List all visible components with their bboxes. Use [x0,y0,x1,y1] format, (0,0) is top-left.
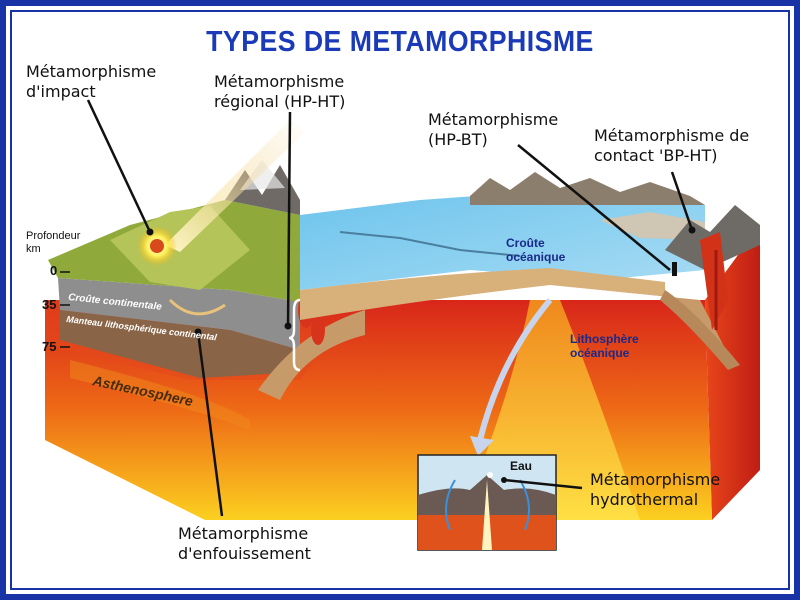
coastline [600,212,705,240]
meteor-trail [165,120,305,252]
frame-inner-border [10,10,790,590]
impact-crater [168,298,226,316]
label-regional-2: régional (HP-HT) [214,92,346,111]
oceanic-lithosphere-slab [550,285,732,362]
label-enfouissement-2: d'enfouissement [178,544,311,563]
oceanic-crust [300,268,665,320]
leader-enfouissement [196,331,224,517]
label-contact-1: Métamorphisme de [594,126,750,145]
label-eau: Eau [510,459,532,473]
label-lithosphere-2: océanique [570,346,630,360]
leader-contact [670,171,694,231]
depth-tick-35: 35 [42,297,57,312]
label-hpbt-1: Métamorphisme [428,110,559,129]
depth-axis-label-2: km [26,243,41,255]
regional-brace [288,298,301,372]
leader-hpbt-marker [672,262,677,276]
label-croute-oceanique-2: océanique [506,250,566,264]
label-contact-2: contact 'BP-HT) [594,146,718,165]
label-croute-oceanique-1: Croûte [506,236,545,250]
leader-hydrothermal [503,478,583,490]
diagram-title: TYPES DE METAMORPHISME [206,26,594,58]
subducting-slab-right [660,290,740,370]
depth-axis-label-1: Profondeur [26,230,81,242]
asthenosphere-band [70,360,250,430]
continental-mantle-layer [60,310,300,378]
leader-impact [86,99,152,233]
inset-water-flow [519,479,530,531]
leader-hpbt [517,144,671,271]
subducting-slab-left [258,310,365,400]
label-hydrothermal-1: Métamorphisme [590,470,721,489]
leader-enfouissement-dot [194,328,202,336]
depth-tick-75: 75 [42,339,57,354]
inset-water-dot [487,472,493,478]
inset-arrow-head [470,436,494,456]
inset-arrow [477,298,553,441]
label-impact-2: d'impact [26,82,96,101]
mid-ocean-ridge-line [339,231,521,257]
leader-hydrothermal-dot [501,477,507,483]
depth-tick-0: 0 [50,263,58,278]
metamorphic-pod [311,315,325,345]
leader-contact-dot [688,226,696,234]
leader-impact-dot [146,228,154,236]
label-enfouissement-1: Métamorphisme [178,524,309,543]
leader-regional [286,111,292,327]
magma-intrusion [700,232,728,330]
label-regional-1: Métamorphisme [214,72,345,91]
label-impact-1: Métamorphisme [26,62,157,81]
continental-crust-layer [58,278,300,350]
distant-mountains [470,172,705,205]
inset-vent [482,480,492,550]
leader-regional-dot [284,322,292,330]
meteor-rock [150,239,164,253]
label-lithosphere-1: Lithosphère [570,332,639,346]
label-hydrothermal-2: hydrothermal [590,490,699,509]
label-hpbt-2: (HP-BT) [428,130,488,149]
inset-water-flow [445,479,456,531]
